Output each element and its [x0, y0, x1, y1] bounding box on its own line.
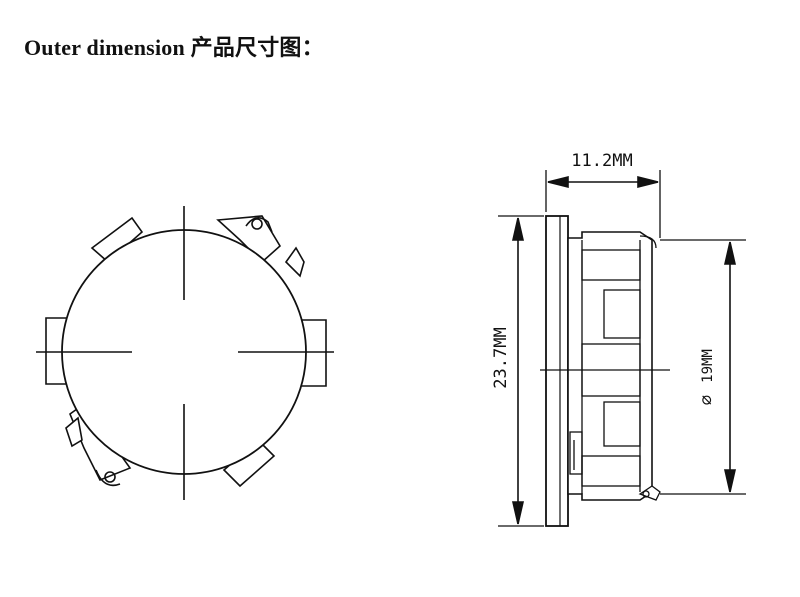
center-lines — [36, 206, 334, 500]
depth-label: 11.2MM — [571, 151, 632, 171]
diameter-label: 19MM — [700, 349, 716, 383]
page-title: Outer dimension 产品尺寸图： — [24, 35, 324, 60]
height-label: 23.7MM — [491, 327, 511, 388]
extension-lines — [498, 170, 746, 527]
height-dimension-line — [511, 217, 525, 525]
clip-details — [65, 217, 305, 487]
face-plate — [545, 215, 569, 527]
inner-features — [569, 235, 661, 501]
front-view — [36, 206, 334, 500]
diameter-symbol: ⌀ — [697, 395, 717, 405]
diameter-label-group: ⌀ 19MM — [697, 349, 717, 405]
depth-dimension-line — [547, 175, 659, 189]
side-view: 11.2MM 23.7MM ⌀ 19MM — [491, 151, 746, 527]
diameter-dimension-line — [723, 241, 737, 493]
